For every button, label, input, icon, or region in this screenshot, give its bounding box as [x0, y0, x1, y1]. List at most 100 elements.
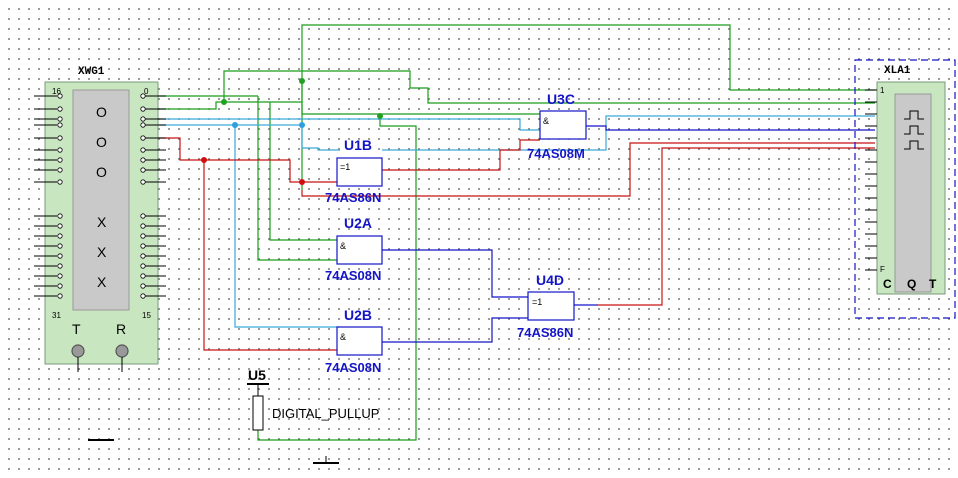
- connector-pin-dot: [57, 253, 63, 259]
- connector-pin-dot: [140, 179, 146, 185]
- wire-red-b[interactable]: [204, 159, 340, 183]
- xwg-terminal-t-label: T: [72, 321, 81, 337]
- gate-symbol: =1: [340, 162, 350, 172]
- gate-symbol: &: [543, 116, 549, 126]
- connector-pin-dot: [140, 243, 146, 249]
- connector-pin-dot: [57, 135, 63, 141]
- gate-u2a[interactable]: U2A & 74AS08N: [325, 215, 383, 283]
- xla-pin-1: 1: [880, 86, 885, 95]
- connector-pin-dot: [140, 223, 146, 229]
- wire-green-top[interactable]: [301, 24, 875, 91]
- wire-blue-u2a[interactable]: [382, 249, 528, 298]
- wire-cyan-c[interactable]: [382, 115, 875, 151]
- connector-pin-dot: [57, 263, 63, 269]
- gate-symbol: &: [340, 241, 346, 251]
- wire-green-u2a[interactable]: [269, 102, 340, 241]
- wire-blue-u3c[interactable]: [586, 125, 875, 131]
- gate-part: 74AS08N: [325, 268, 381, 283]
- wire-green-pullup[interactable]: [257, 116, 417, 441]
- gate-u3c[interactable]: U3C & 74AS08M: [527, 91, 587, 161]
- connector-pin-dot: [57, 223, 63, 229]
- junction-dot: [377, 113, 383, 119]
- xwg-terminal-r-label: R: [116, 321, 126, 337]
- connector-pin-dot: [140, 293, 146, 299]
- xwg-display-x1: X: [97, 214, 107, 230]
- xla-terminal-t[interactable]: T: [929, 277, 937, 291]
- junction-dot: [232, 122, 238, 128]
- xla-terminal-c[interactable]: C: [883, 277, 892, 291]
- wire-red-a[interactable]: [158, 137, 340, 351]
- xwg-pin-16: 16: [52, 87, 61, 96]
- xwg-pin-15: 15: [142, 311, 151, 320]
- gate-symbol: &: [340, 332, 346, 342]
- connector-pin-dot: [57, 147, 63, 153]
- gate-ref: U2A: [344, 215, 372, 231]
- connector-pin-dot: [140, 135, 146, 141]
- connector-pin-dot: [57, 157, 63, 163]
- wire-blue-u2b[interactable]: [382, 317, 528, 343]
- connector-pin-dot: [140, 147, 146, 153]
- connector-pin-dot: [140, 116, 146, 122]
- connector-pin-dot: [140, 213, 146, 219]
- connector-pin-dot: [57, 93, 63, 99]
- gate-u4d[interactable]: U4D =1 74AS86N: [517, 272, 575, 340]
- wire-cyan-a[interactable]: [158, 124, 340, 328]
- xla-pin-f: F: [880, 265, 885, 274]
- connector-pin-dot: [57, 273, 63, 279]
- logic-analyzer[interactable]: XLA1 1 F C Q T: [854, 59, 956, 319]
- connector-pin-dot: [57, 122, 63, 128]
- connector-pin-dot: [57, 293, 63, 299]
- gate-u2b[interactable]: U2B & 74AS08N: [325, 307, 383, 375]
- connector-pin-dot: [140, 157, 146, 163]
- wire-green-u2a-2[interactable]: [257, 96, 340, 261]
- gate-symbol: =1: [532, 297, 542, 307]
- gate-part: 74AS86N: [517, 325, 573, 340]
- xwg-display-o1: O: [96, 104, 107, 120]
- connector-pin-dot: [140, 233, 146, 239]
- connector-pin-dot: [140, 283, 146, 289]
- wire-cyan-b[interactable]: [235, 124, 340, 151]
- connector-pin-dot: [140, 273, 146, 279]
- wire-cyan-d[interactable]: [158, 118, 540, 131]
- connector-pin-dot: [140, 106, 146, 112]
- connector-pin-dot: [57, 243, 63, 249]
- xla-terminal-q[interactable]: Q: [907, 277, 916, 291]
- junction-dot: [299, 179, 305, 185]
- logic-analyzer-ref: XLA1: [884, 65, 911, 77]
- pullup-ref: U5: [248, 367, 266, 383]
- wire-red-d[interactable]: [301, 142, 875, 197]
- gate-ref: U4D: [536, 272, 564, 288]
- wire-red-e[interactable]: [598, 147, 875, 306]
- gate-ref: U1B: [344, 137, 372, 153]
- junction-dot: [299, 122, 305, 128]
- connector-pin-dot: [140, 253, 146, 259]
- connector-pin-dot: [140, 167, 146, 173]
- word-generator-ref: XWG1: [78, 66, 105, 78]
- connector-pin-dot: [57, 116, 63, 122]
- digital-pullup[interactable]: U5 DIGITAL_PULLUP: [247, 367, 379, 431]
- waveform-icon: [904, 110, 924, 150]
- connector-pin-dot: [57, 179, 63, 185]
- connector-pin-dot: [140, 122, 146, 128]
- wire-green-a2[interactable]: [224, 81, 540, 115]
- connector-pin-dot: [57, 213, 63, 219]
- xwg-display-o3: O: [96, 164, 107, 180]
- xwg-display-x2: X: [97, 244, 107, 260]
- word-generator[interactable]: XWG1 16 0 31 15 O O O X X X T R: [34, 66, 166, 372]
- gate-ref: U3C: [547, 91, 575, 107]
- wire-green-a[interactable]: [158, 70, 875, 110]
- xwg-terminal-r[interactable]: [115, 344, 129, 358]
- xwg-pin-31: 31: [52, 311, 61, 320]
- gate-u1b[interactable]: U1B =1 74AS86N: [325, 137, 383, 205]
- connector-pin-dot: [57, 283, 63, 289]
- xwg-display-o2: O: [96, 134, 107, 150]
- xwg-pin-0: 0: [144, 87, 149, 96]
- xwg-terminal-t[interactable]: [71, 344, 85, 358]
- junction-dot: [201, 157, 207, 163]
- junction-dot: [221, 99, 227, 105]
- gate-ref: U2B: [344, 307, 372, 323]
- connector-pin-dot: [140, 263, 146, 269]
- wire-red-c[interactable]: [382, 139, 540, 171]
- connector-pin-dot: [57, 233, 63, 239]
